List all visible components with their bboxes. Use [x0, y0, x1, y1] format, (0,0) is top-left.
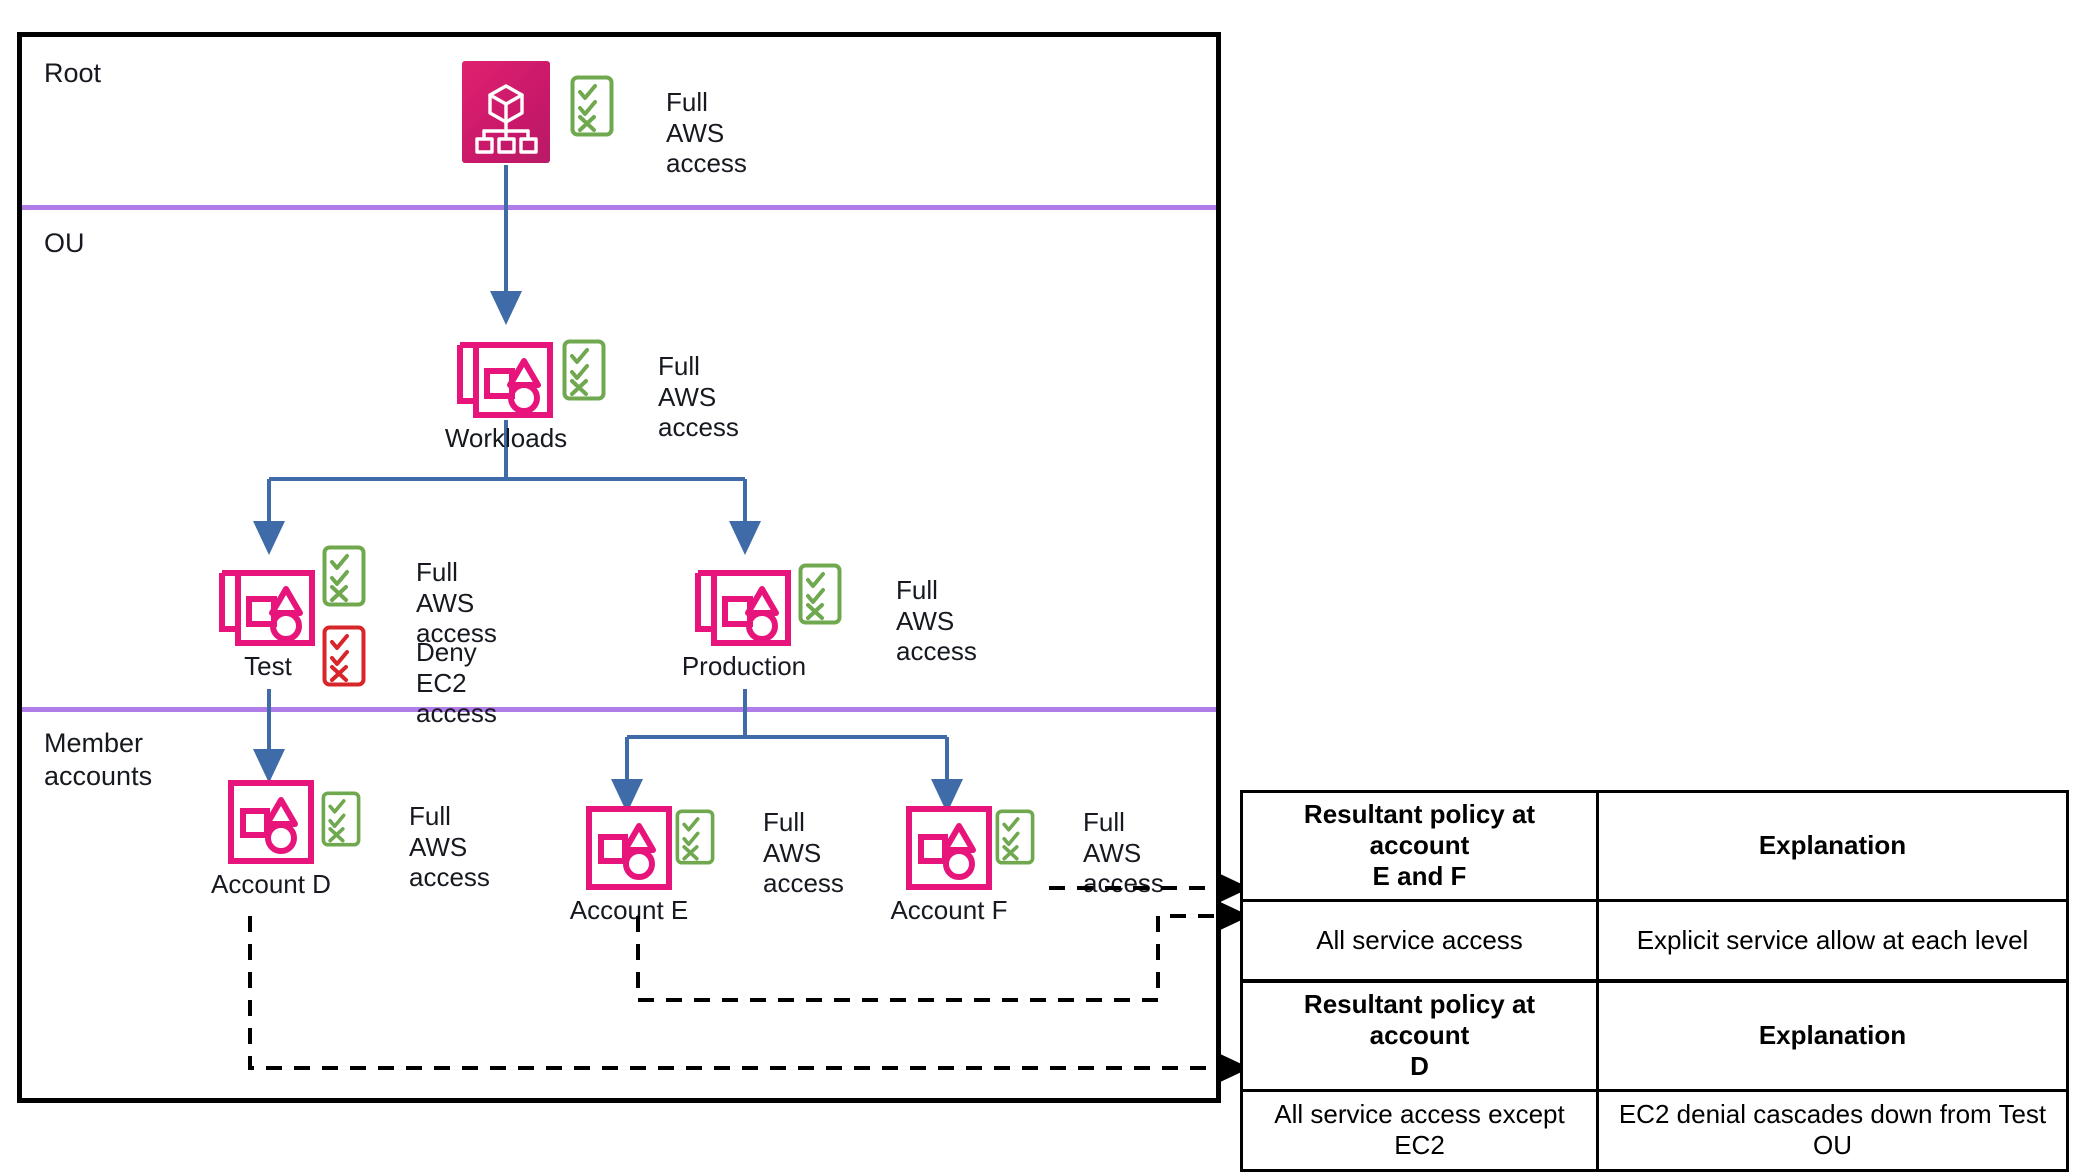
- policy-allow-icon: [322, 545, 366, 607]
- aws-organizations-icon: [462, 61, 550, 163]
- policy-label: Full AWS access: [763, 807, 844, 899]
- policy-allow-icon: [570, 75, 614, 137]
- cell-resultant-d: All service access except EC2: [1240, 1088, 1599, 1172]
- table-header-resultant-ef: Resultant policy at account E and F: [1240, 790, 1599, 902]
- table-resultant-policy-d: Resultant policy at account D Explanatio…: [1240, 980, 2069, 1172]
- node-label-account-e: Account E: [569, 895, 689, 925]
- node-label-production: Production: [681, 651, 807, 681]
- policy-chip-test-deny[interactable]: Deny EC2 access: [322, 625, 497, 729]
- band-label-ou: OU: [44, 228, 85, 258]
- tree-connectors: [253, 165, 963, 813]
- policy-deny-icon: [322, 625, 366, 687]
- table-header-resultant-d: Resultant policy at account D: [1240, 980, 1599, 1092]
- cell-explanation-d: EC2 denial cascades down from Test OU: [1596, 1088, 2069, 1172]
- table-header-explanation-d: Explanation: [1596, 980, 2069, 1092]
- policy-chip-account-d-allow[interactable]: Full AWS access: [321, 791, 490, 893]
- aws-account-icon: [585, 805, 673, 891]
- table-header-row: Resultant policy at account D Explanatio…: [1240, 980, 2069, 1092]
- policy-allow-icon: [562, 339, 606, 401]
- node-label-workloads: Workloads: [444, 423, 568, 453]
- divider-root-ou: [22, 205, 1216, 210]
- table-header-row: Resultant policy at account E and F Expl…: [1240, 790, 2069, 902]
- policy-allow-icon: [798, 563, 842, 625]
- aws-account-icon: [905, 805, 993, 891]
- organizational-unit-icon: [456, 323, 556, 419]
- table-resultant-policy-ef: Resultant policy at account E and F Expl…: [1240, 790, 2069, 982]
- node-label-account-d: Account D: [211, 869, 331, 899]
- policy-label: Full AWS access: [896, 575, 977, 667]
- node-label-account-f: Account F: [890, 895, 1008, 925]
- policy-label: Full AWS access: [409, 801, 490, 893]
- policy-chip-workloads-allow[interactable]: Full AWS access: [562, 339, 739, 443]
- policy-chip-test-allow[interactable]: Full AWS access: [322, 545, 497, 649]
- band-label-member-accounts: Member accounts: [44, 728, 153, 791]
- policy-label: Deny EC2 access: [416, 637, 497, 729]
- organizational-unit-icon: [218, 551, 318, 647]
- table-row: All service access Explicit service allo…: [1240, 898, 2069, 982]
- aws-account-icon: [227, 779, 315, 865]
- organization-frame: Root OU Member accounts: [17, 32, 1221, 1103]
- policy-chip-root-allow[interactable]: Full AWS access: [570, 75, 747, 179]
- policy-label: Full AWS access: [1083, 807, 1164, 899]
- policy-label: Full AWS access: [416, 557, 497, 649]
- policy-chip-account-f-allow[interactable]: Full AWS access: [995, 807, 1164, 899]
- policy-allow-icon: [675, 809, 715, 865]
- band-label-root: Root: [44, 58, 102, 88]
- divider-ou-member: [22, 707, 1216, 712]
- table-row: All service access except EC2 EC2 denial…: [1240, 1088, 2069, 1172]
- policy-chip-account-e-allow[interactable]: Full AWS access: [675, 807, 844, 899]
- policy-chip-production-allow[interactable]: Full AWS access: [798, 563, 977, 667]
- cell-resultant-ef: All service access: [1240, 898, 1599, 982]
- policy-allow-icon: [995, 809, 1035, 865]
- node-label-test: Test: [244, 651, 292, 681]
- organizational-unit-icon: [694, 551, 794, 647]
- policy-label: Full AWS access: [658, 351, 739, 443]
- cell-explanation-ef: Explicit service allow at each level: [1596, 898, 2069, 982]
- policy-allow-icon: [321, 791, 361, 847]
- policy-label: Full AWS access: [666, 87, 747, 179]
- table-header-explanation-ef: Explanation: [1596, 790, 2069, 902]
